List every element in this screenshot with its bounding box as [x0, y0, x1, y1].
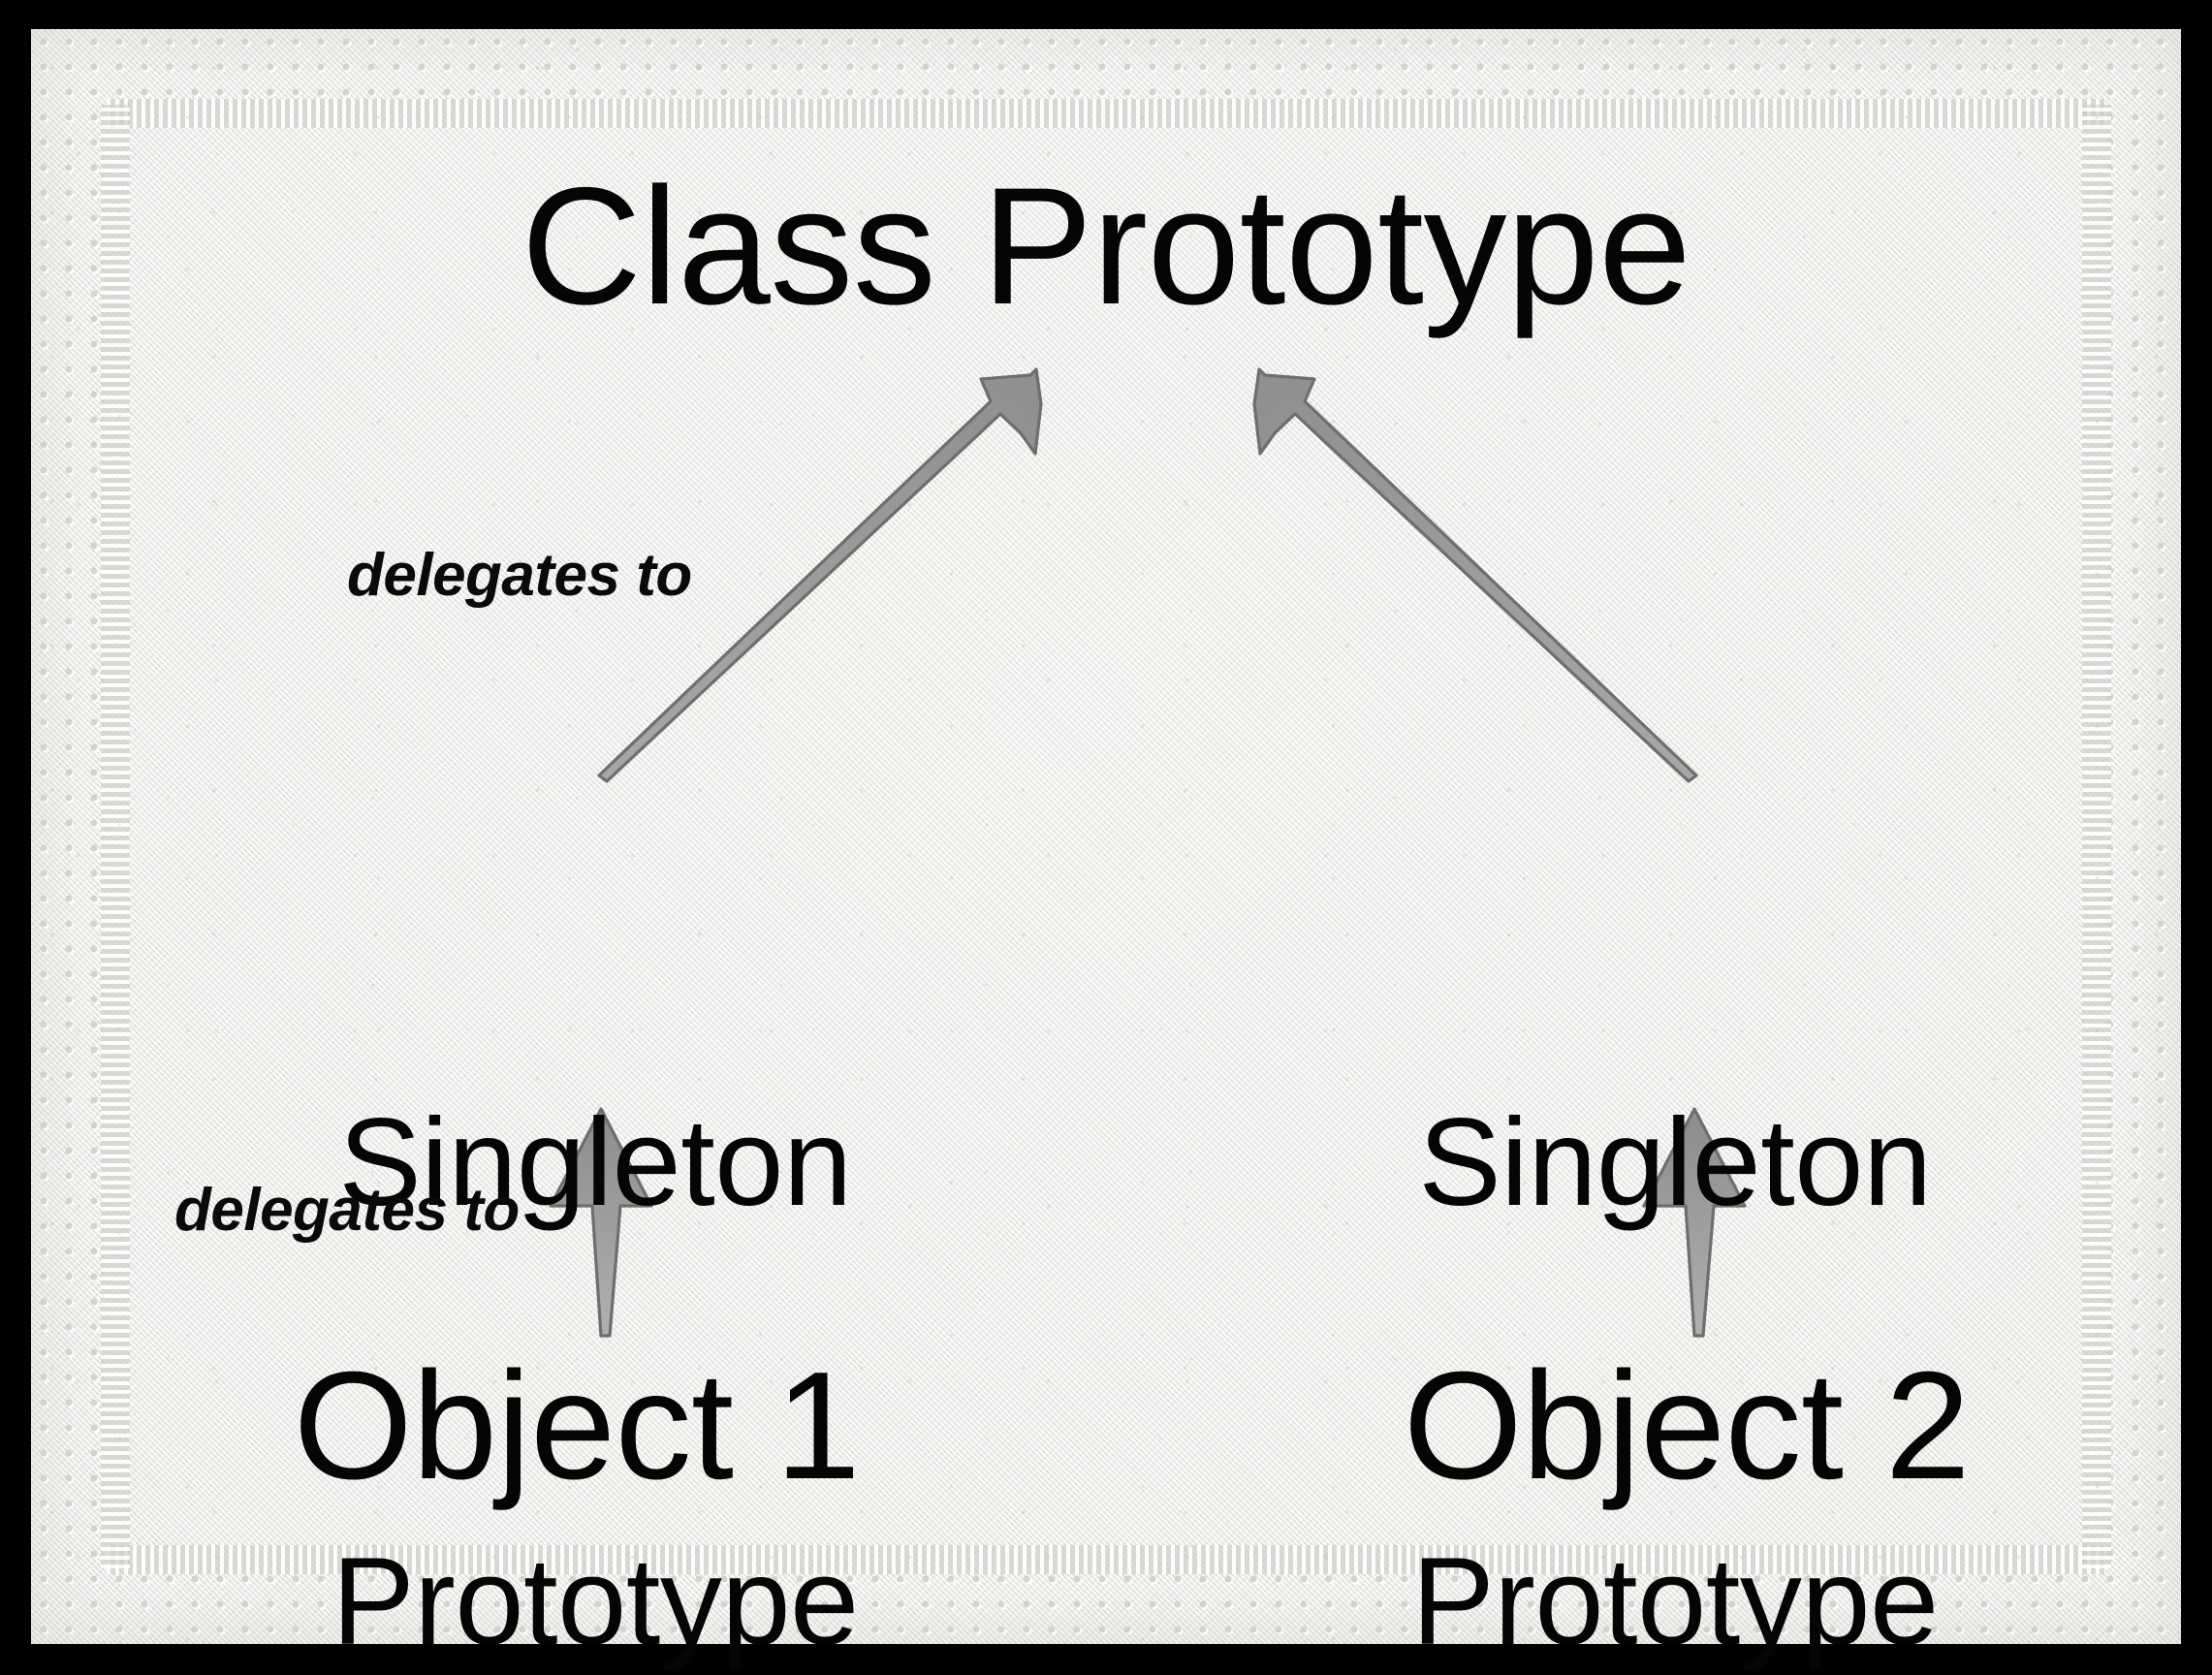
- arrow-object-1-to-singleton-left: [549, 1107, 653, 1338]
- node-singleton-left-line2: Prototype: [332, 1533, 859, 1672]
- node-object-1: Object 1: [293, 1341, 861, 1511]
- arrow-singleton-right-to-class-prototype: [1252, 367, 1698, 783]
- node-class-prototype: Class Prototype: [521, 153, 1691, 339]
- node-singleton-right-line2: Prototype: [1411, 1533, 1939, 1672]
- node-singleton-right-line1: Singleton: [1418, 1093, 1932, 1233]
- node-object-2: Object 2: [1403, 1341, 1971, 1511]
- node-singleton-prototype-right: Singleton Prototype: [1336, 797, 2014, 1675]
- edge-label-delegates-to-upper: delegates to: [347, 542, 692, 609]
- arrow-singleton-left-to-class-prototype: [597, 367, 1043, 783]
- arrow-object-2-to-singleton-right: [1642, 1107, 1747, 1338]
- edge-label-delegates-to-lower: delegates to: [174, 1177, 520, 1244]
- node-singleton-left-line1: Singleton: [338, 1093, 852, 1233]
